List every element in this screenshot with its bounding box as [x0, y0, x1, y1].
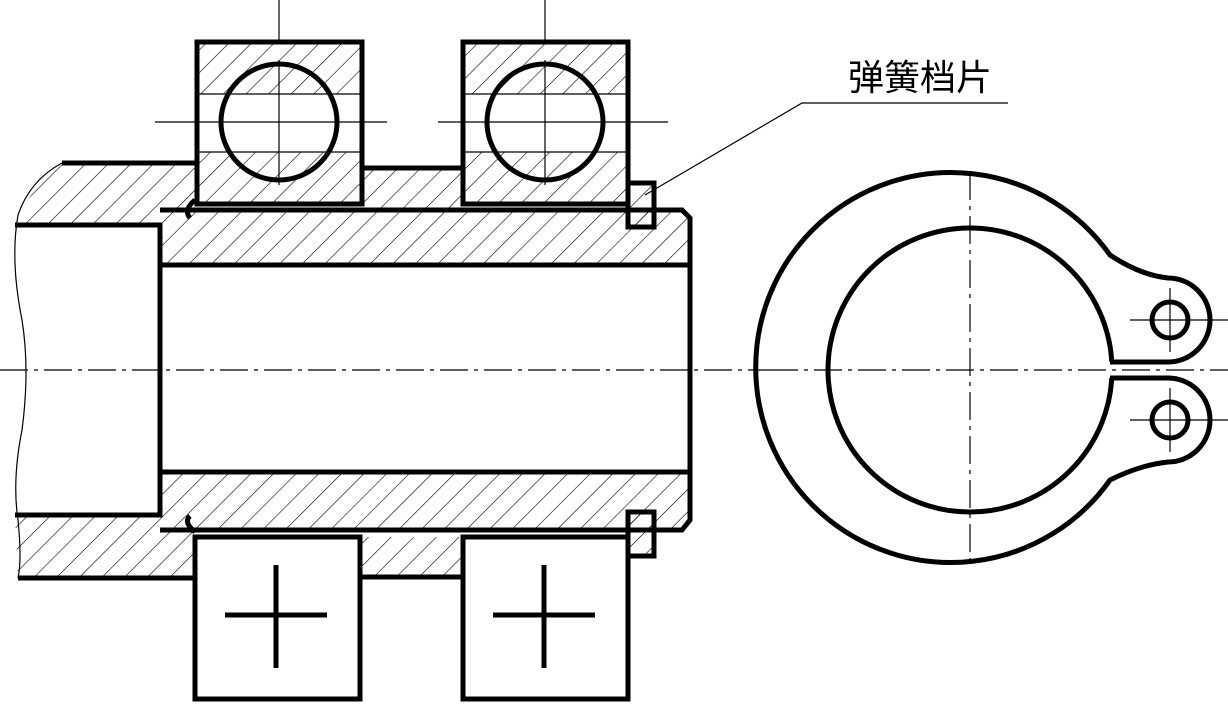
sleeve-hatch-upper	[160, 210, 690, 265]
housing-hatch-upper	[15, 163, 195, 225]
sleeve-outline-upper	[160, 207, 693, 533]
bearing2-lower-simplified	[460, 534, 631, 702]
retaining-ring-section-lower	[625, 509, 657, 559]
callout-label: 弹簧档片	[848, 58, 992, 99]
retaining-ring-section-upper	[625, 180, 657, 230]
outlines	[14, 39, 693, 702]
callout-leader: 弹簧档片	[644, 58, 1008, 196]
retaining-ring-end-view	[753, 170, 1228, 565]
spacer-hatch-upper	[360, 168, 463, 208]
ring-section-hatch-upper	[628, 183, 654, 227]
bearing1-lower-simplified	[192, 534, 363, 702]
housing-break-line	[14, 162, 63, 579]
sectional-view: 弹簧档片	[0, 0, 1008, 702]
ring-outer-profile	[753, 170, 1213, 565]
sleeve-hatch-lower	[160, 472, 690, 530]
hatched-areas	[15, 42, 690, 578]
spacer-hatch-lower	[360, 537, 463, 577]
housing-hatch-lower	[15, 515, 195, 578]
center-lines-section	[0, 0, 770, 371]
ring-section-hatch-lower	[628, 512, 654, 556]
